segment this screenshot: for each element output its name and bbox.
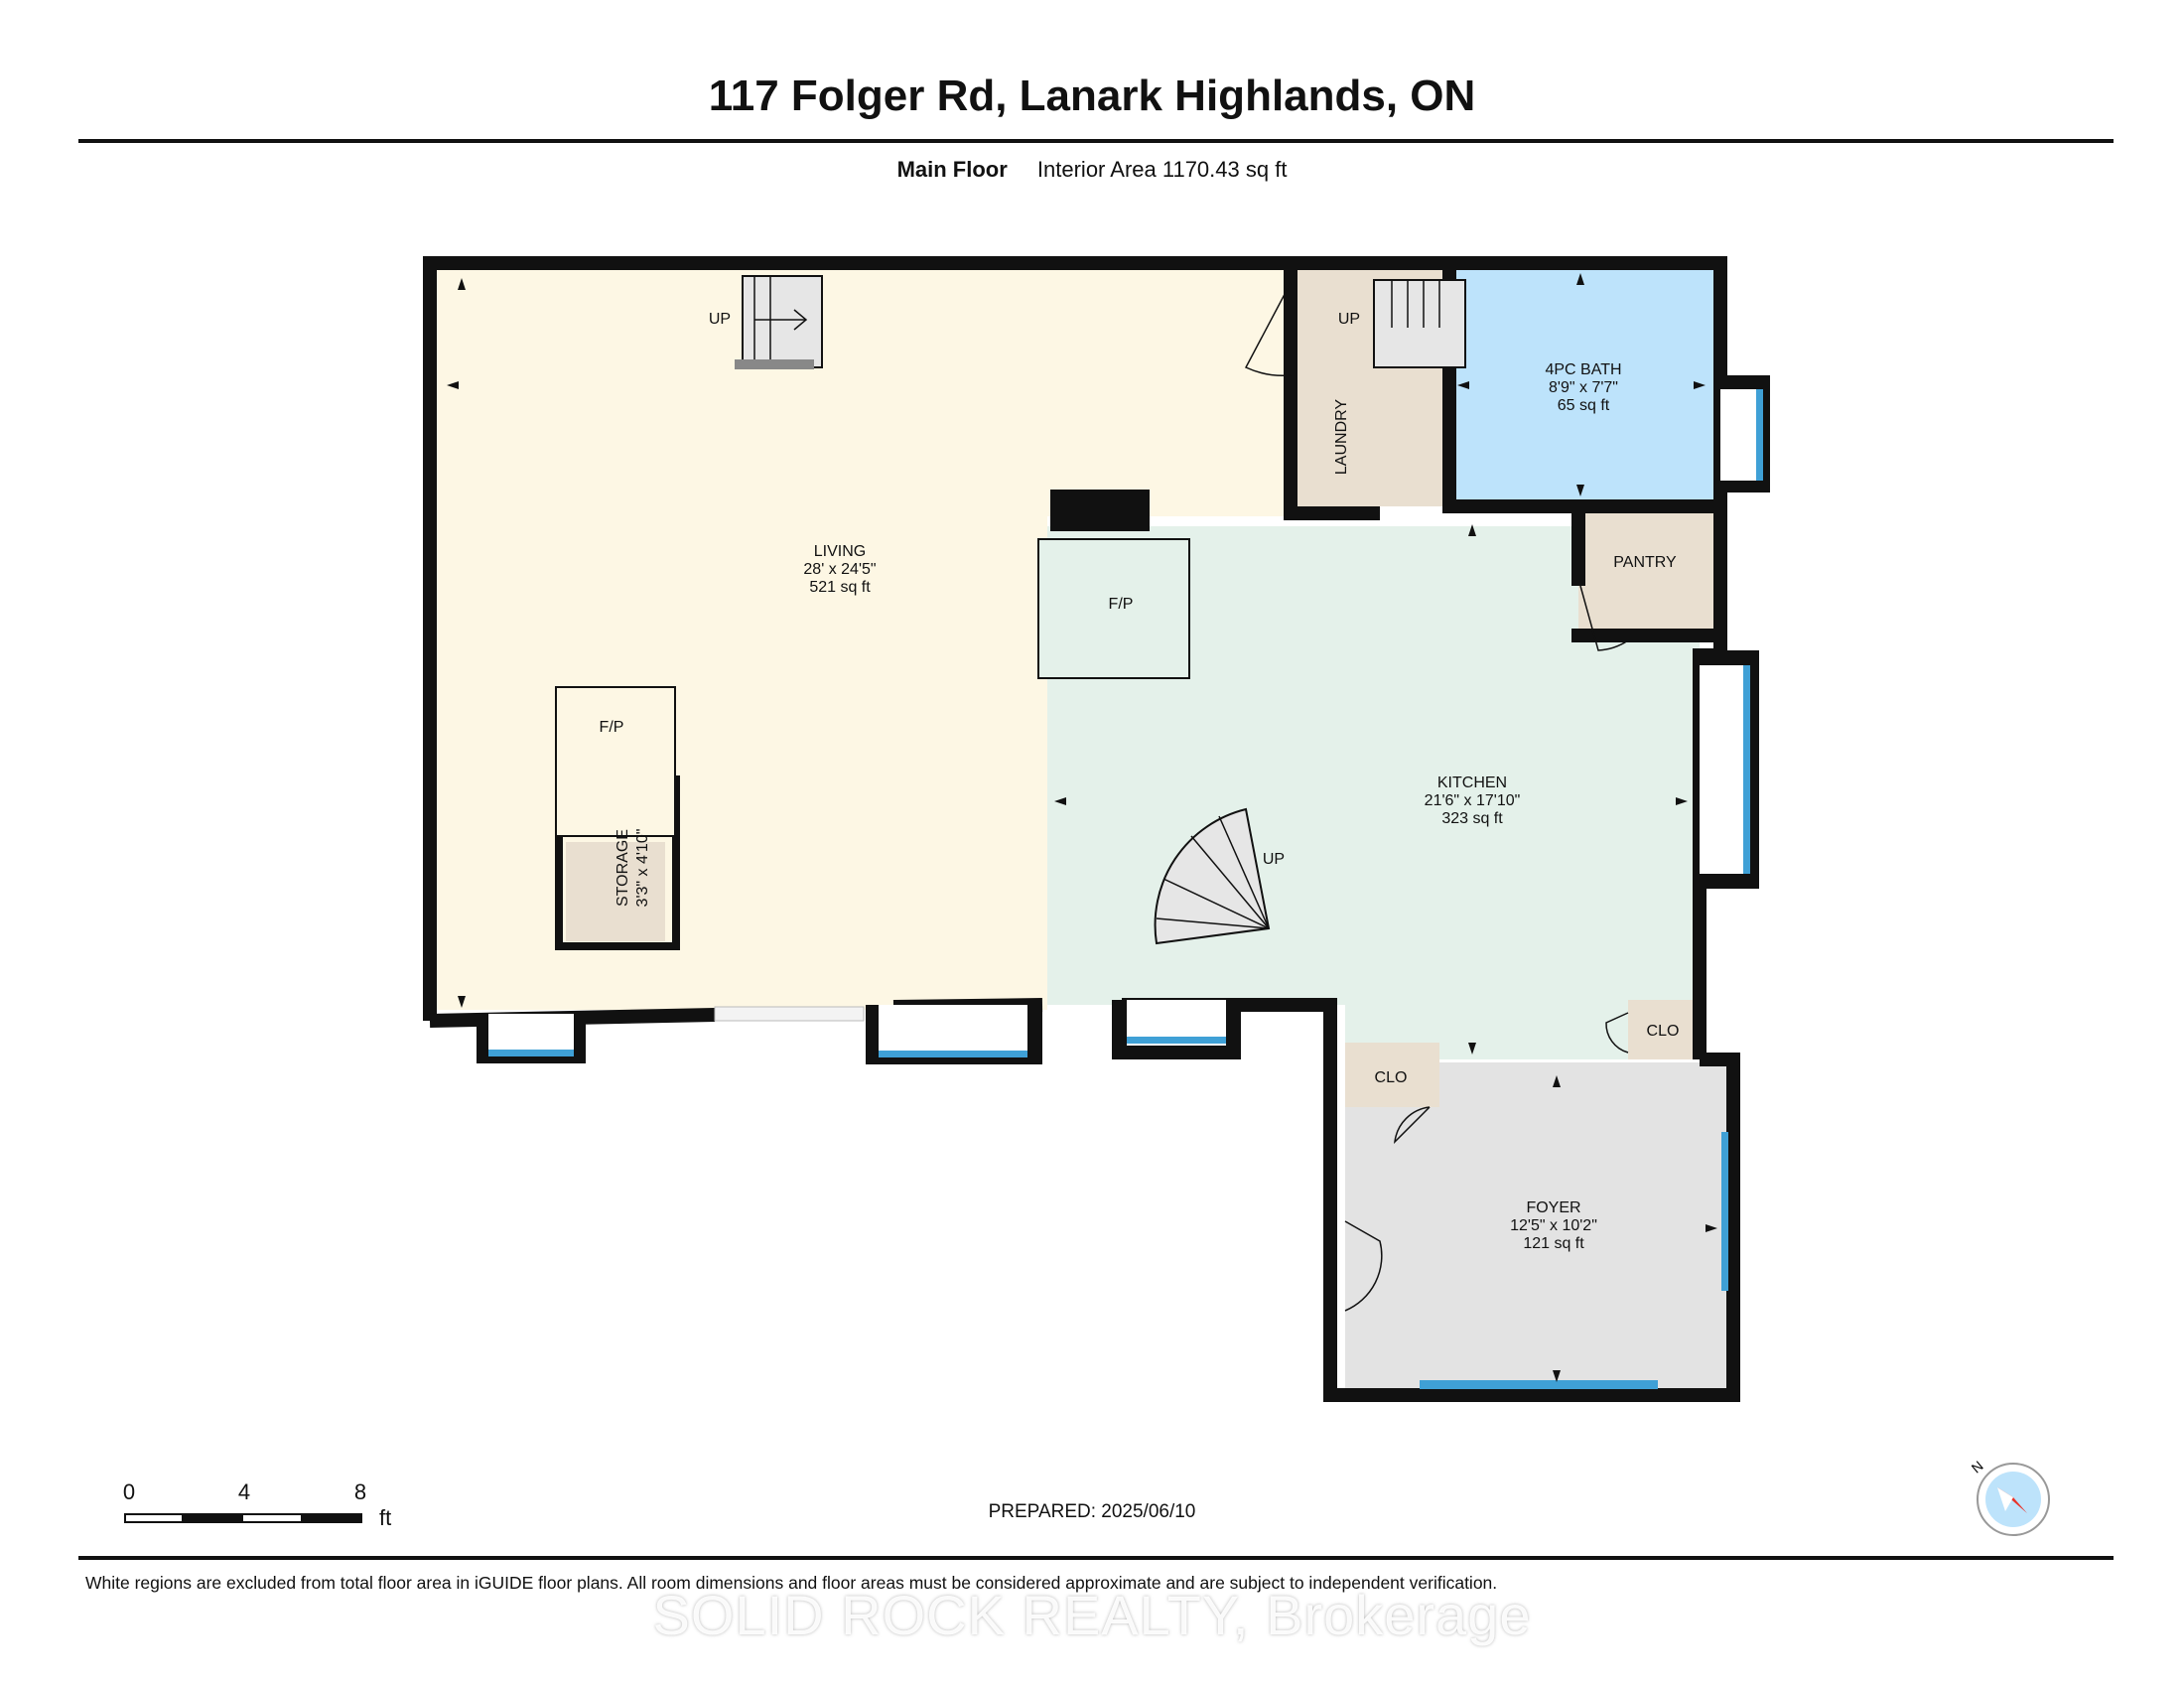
foyer-dims: 12'5" x 10'2" xyxy=(1510,1217,1597,1234)
kitchen-closet-fill xyxy=(1628,1000,1698,1059)
scale-tick-8: 8 xyxy=(353,1479,367,1504)
foyer-name: FOYER xyxy=(1526,1199,1580,1216)
plan-title: 117 Folger Rd, Lanark Highlands, ON xyxy=(708,71,1476,120)
up-label-living: UP xyxy=(709,311,731,328)
disclaimer-text: White regions are excluded from total fl… xyxy=(85,1573,1498,1593)
foyer-area: 121 sq ft xyxy=(1523,1235,1584,1252)
bath-area: 65 sq ft xyxy=(1558,397,1610,414)
brokerage-watermark: SOLID ROCK REALTY, Brokerage xyxy=(652,1584,1532,1646)
chimney-block xyxy=(1050,490,1150,531)
laundry-name: LAUNDRY xyxy=(1333,399,1350,476)
bath-name: 4PC BATH xyxy=(1545,361,1621,378)
living-name: LIVING xyxy=(814,543,866,560)
fireplace-label-living: F/P xyxy=(600,719,624,736)
svg-text:N: N xyxy=(1969,1458,1986,1477)
storage-name: STORAGE xyxy=(614,829,631,907)
fireplace-label-kitchen: F/P xyxy=(1109,596,1134,613)
living-area: 521 sq ft xyxy=(809,579,871,596)
kitchen-name: KITCHEN xyxy=(1437,774,1507,791)
floor-subtitle: Main Floor Interior Area 1170.43 sq ft xyxy=(0,157,2184,183)
scale-tick-0: 0 xyxy=(122,1479,136,1504)
scale-bar: 0 4 8 ft xyxy=(119,1479,417,1559)
kitchen-dims: 21'6" x 17'10" xyxy=(1425,792,1521,809)
up-label-spiral: UP xyxy=(1263,851,1285,868)
scale-segment-4 xyxy=(301,1513,362,1523)
pantry-fill xyxy=(1578,508,1713,637)
interior-area: Interior Area 1170.43 sq ft xyxy=(1036,157,1288,182)
floor-label: Main Floor xyxy=(896,157,1008,182)
foyer-fill xyxy=(1345,1062,1733,1388)
dimension-arrows xyxy=(447,273,1717,1382)
scale-tick-4: 4 xyxy=(237,1479,251,1504)
bath-dims: 8'9" x 7'7" xyxy=(1549,379,1618,396)
door-swings xyxy=(1244,282,1629,1312)
kitchen-closet-label: CLO xyxy=(1647,1023,1680,1040)
storage-fill xyxy=(566,842,665,941)
living-room-fill-upper xyxy=(1047,270,1291,516)
living-room-fill xyxy=(437,270,1047,1010)
header-rule xyxy=(78,139,2114,143)
up-label-laundry: UP xyxy=(1338,311,1360,328)
prepared-date: PREPARED: 2025/06/10 xyxy=(988,1501,1196,1522)
foyer-closet-fill xyxy=(1345,1043,1439,1107)
fireplace-kitchen xyxy=(1037,538,1190,679)
fireplace-living xyxy=(555,686,676,837)
foyer-closet-label: CLO xyxy=(1375,1069,1408,1086)
stairs-laundry xyxy=(1373,279,1466,368)
bath-fill xyxy=(1449,270,1713,500)
pantry-name: PANTRY xyxy=(1613,554,1677,571)
scale-unit: ft xyxy=(379,1505,392,1530)
stairs-living xyxy=(735,275,823,369)
compass-icon: N xyxy=(1969,1458,2050,1536)
windows xyxy=(477,375,1770,1389)
kitchen-area: 323 sq ft xyxy=(1441,810,1503,827)
storage-dims: 3'3" x 4'10" xyxy=(634,829,651,908)
living-dims: 28' x 24'5" xyxy=(803,561,876,578)
footer-rule xyxy=(78,1556,2114,1560)
stairs-spiral xyxy=(1154,807,1271,945)
